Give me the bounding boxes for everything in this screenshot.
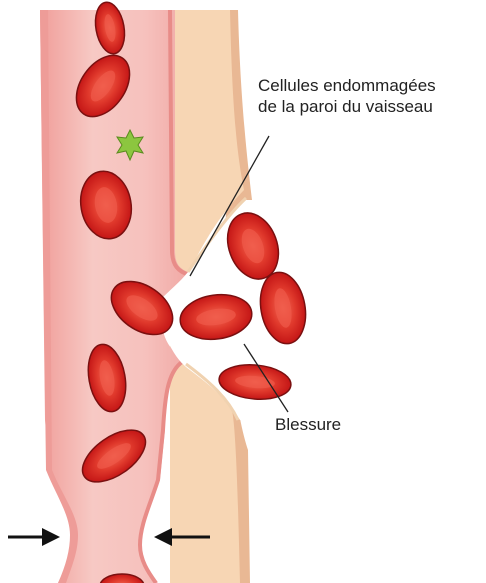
damaged-cells-label: Cellules endommagées de la paroi du vais… — [258, 75, 436, 117]
injury-label: Blessure — [275, 414, 341, 435]
damaged-cells-label-line2: de la paroi du vaisseau — [258, 96, 436, 117]
left-arrow-icon — [8, 528, 60, 546]
damaged-cells-label-line1: Cellules endommagées — [258, 75, 436, 96]
